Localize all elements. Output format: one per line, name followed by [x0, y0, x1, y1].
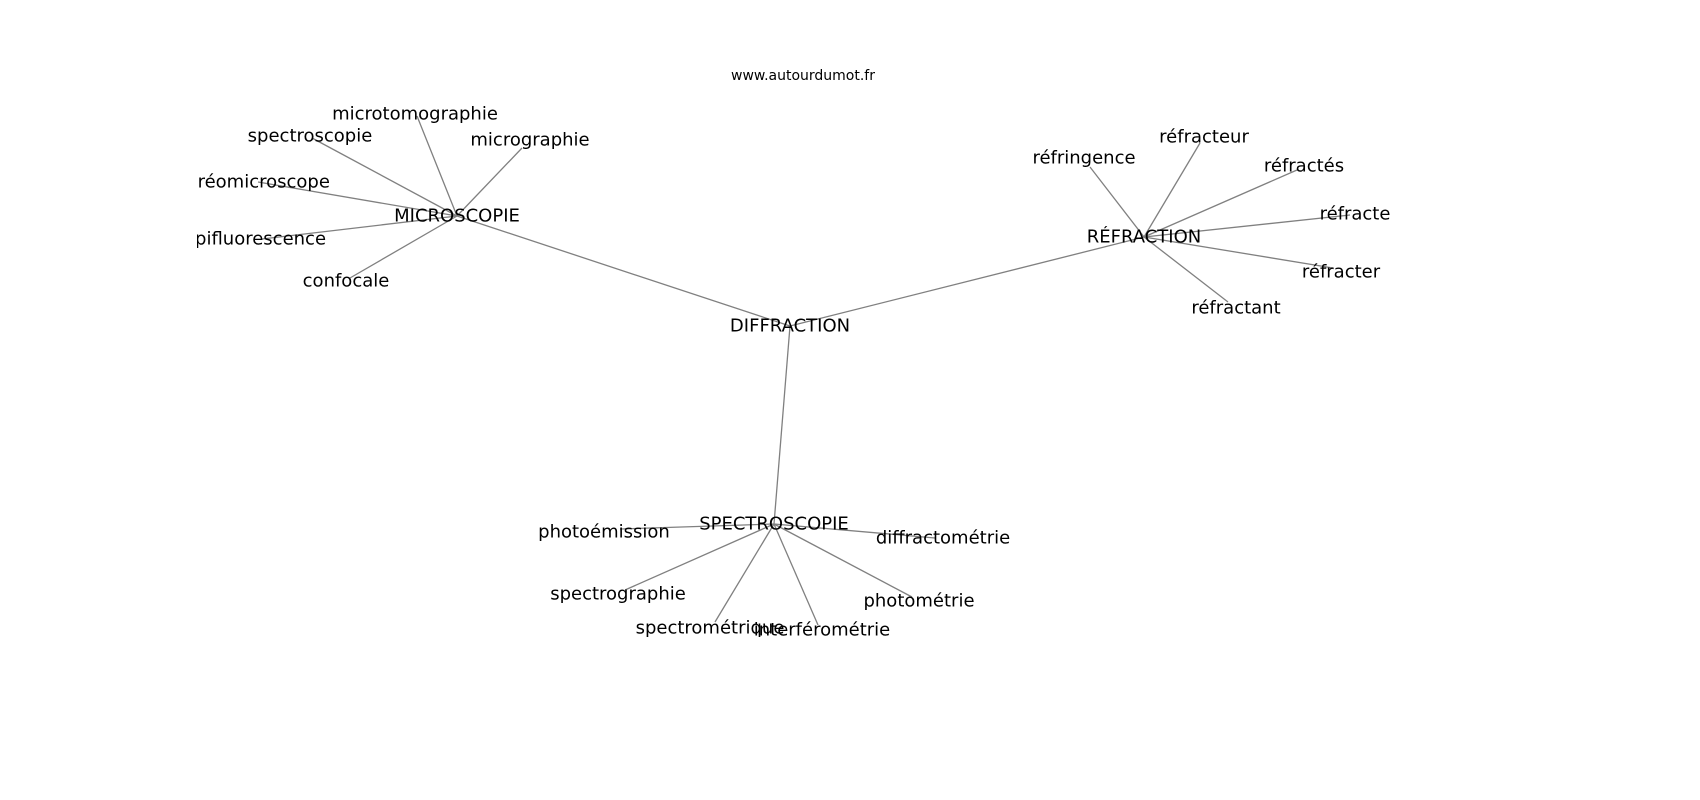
hub-node-label: SPECTROSCOPIE [699, 514, 849, 535]
edge-hub-leaf [1143, 236, 1229, 303]
leaf-node-label: épifluorescence [184, 229, 326, 250]
edge-center-hub [789, 236, 1145, 327]
edge-hub-leaf [311, 137, 458, 217]
leaf-node-label: spectroscopie [248, 126, 373, 147]
leaf-node-label: réfractant [1191, 298, 1280, 319]
hub-node-label: RÉFRACTION [1087, 226, 1202, 248]
edge-hub-leaf [349, 215, 458, 279]
edge-hub-leaf [261, 215, 458, 240]
leaf-node-label: micrographie [470, 130, 589, 151]
edge-hub-leaf [456, 147, 523, 217]
edge-center-hub [456, 215, 791, 327]
leaf-node-label: interférométrie [754, 620, 891, 641]
leaf-node-label: spectrographie [550, 584, 686, 605]
leaf-node-label: réfractés [1264, 156, 1344, 177]
edge-hub-leaf [1143, 214, 1351, 238]
leaf-node-label: réfracteur [1159, 127, 1249, 148]
edge-hub-leaf [1143, 169, 1298, 238]
leaf-node-label: confocale [303, 271, 390, 292]
leaf-node-label: microtomographie [332, 104, 498, 125]
center-node-label: DIFFRACTION [730, 316, 850, 337]
leaf-node-label: diffractométrie [876, 528, 1010, 549]
leaf-node-label: spectrométrique [636, 618, 785, 639]
edge-hub-leaf [624, 523, 775, 591]
leaf-node-label: réfracter [1302, 262, 1381, 283]
leaf-node-label: stéréomicroscope [170, 172, 330, 193]
leaf-node-label: réfringence [1032, 148, 1135, 169]
edge-center-hub [773, 325, 791, 525]
site-title: www.autourdumot.fr [731, 68, 875, 84]
leaf-node-label: photométrie [863, 591, 974, 612]
edge-hub-leaf [773, 523, 913, 598]
leaf-node-label: photoémission [538, 522, 670, 543]
edge-hub-leaf [1089, 166, 1145, 238]
edge-hub-leaf [1143, 236, 1334, 269]
edge-hub-leaf [714, 523, 775, 623]
leaf-node-label: réfracte [1320, 204, 1391, 225]
edge-hub-leaf [257, 181, 458, 217]
edge-hub-leaf [619, 523, 775, 530]
edge-hub-leaf [416, 115, 458, 217]
edge-hub-leaf [773, 523, 936, 539]
hub-node-label: MICROSCOPIE [394, 206, 520, 227]
edge-hub-leaf [773, 523, 819, 626]
edge-hub-leaf [1143, 142, 1201, 238]
